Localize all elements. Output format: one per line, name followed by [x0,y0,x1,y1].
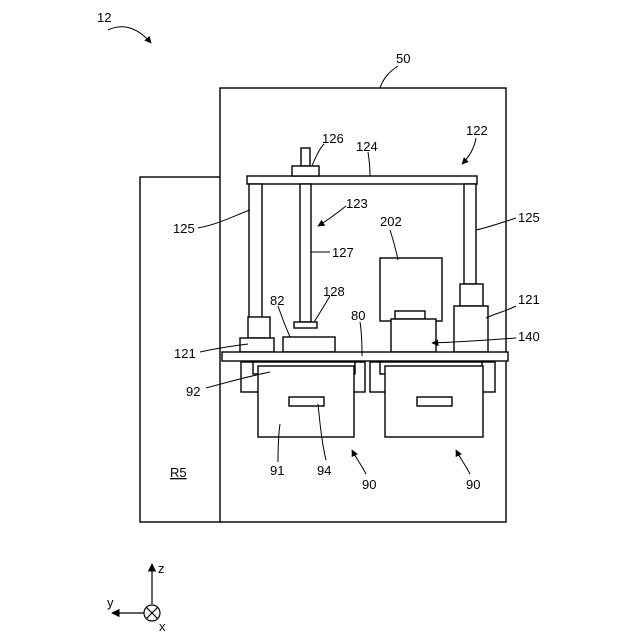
right-actuator-body [454,306,488,352]
component-140-top [395,311,425,319]
label-component-82: 82 [270,293,284,308]
left-column [249,184,262,318]
axis-label-y: y [107,595,114,610]
label-drawer-left-90: 90 [362,477,376,492]
label-figure-12: 12 [97,10,111,25]
label-actuator-right-121: 121 [518,292,540,307]
rod-tip [294,322,317,328]
label-rod-127: 127 [332,245,354,260]
axis-label-x: x [159,619,166,634]
label-region-r5: R5 [170,465,187,480]
label-handle-94: 94 [317,463,331,478]
label-column-left-125: 125 [173,221,195,236]
rod-cap-stem [301,148,310,166]
table-plate [222,352,508,361]
axis-label-z: z [158,561,165,576]
label-component-202: 202 [380,214,402,229]
label-component-80: 80 [351,308,365,323]
component-82 [283,337,335,352]
x-axis-into-page-icon [144,605,160,621]
label-rod-tip-128: 128 [323,284,345,299]
right-column [464,184,476,284]
label-top-plate-124: 124 [356,139,378,154]
left-actuator-upper [248,317,270,338]
label-actuator-left-121: 121 [174,346,196,361]
rod-cap [292,166,319,176]
right-drawer-handle [417,397,452,406]
top-plate [247,176,477,184]
label-transfer-122: 122 [466,123,488,138]
label-drawer-right-90: 90 [466,477,480,492]
label-housing-50: 50 [396,51,410,66]
label-rail-92: 92 [186,384,200,399]
label-component-140: 140 [518,329,540,344]
label-column-right-125: 125 [518,210,540,225]
leader-housing-50 [380,66,398,88]
label-drawer-body-91: 91 [270,463,284,478]
label-rod-cap-126: 126 [322,131,344,146]
component-140-body [391,319,436,352]
left-drawer-handle [289,397,324,406]
rod [300,184,311,322]
leader-figure-12 [108,27,151,43]
right-actuator-upper [460,284,483,306]
left-actuator-base [240,338,274,352]
label-mechanism-123: 123 [346,196,368,211]
